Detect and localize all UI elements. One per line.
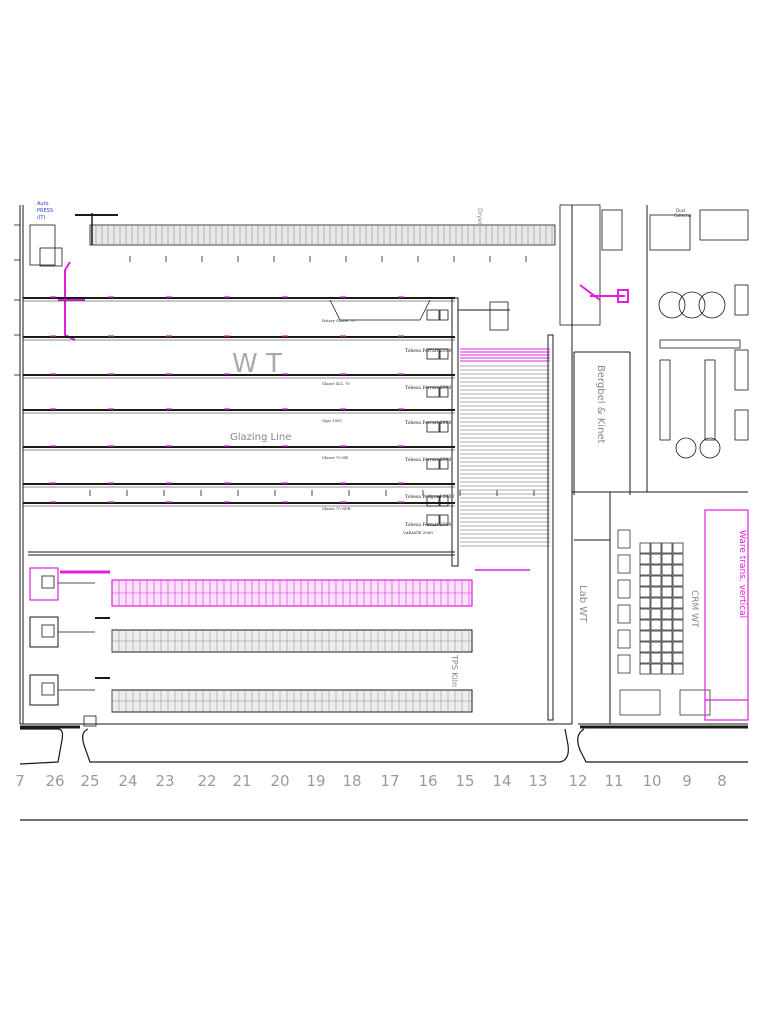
glazing-machine <box>426 386 440 398</box>
top-left-note-2: PRESS <box>37 208 53 214</box>
top-left-note-3: (IT) <box>37 215 45 221</box>
machine-label: Tobesa Ferrari 2000 <box>405 522 451 528</box>
grid-number: 16 <box>418 772 437 790</box>
building-outline <box>19 205 748 725</box>
column-grid-numbers: 7 26 25 24 23 22 21 20 19 18 17 16 15 14 13 12 11 10 9 8 <box>15 772 727 790</box>
pink-press-link <box>579 284 629 303</box>
grid-number: 10 <box>642 772 661 790</box>
glazing-machine <box>426 514 440 526</box>
grid-number: 8 <box>717 772 727 790</box>
grid-number: 7 <box>15 772 25 790</box>
top-right-note-1: Dust <box>676 208 686 213</box>
grid-number: 17 <box>380 772 399 790</box>
left-equipment <box>14 224 97 727</box>
grid-number: 24 <box>118 772 137 790</box>
vertical-text-label: Dryer <box>476 208 483 225</box>
collector-bars <box>28 297 554 721</box>
machine-label: Tobesa Ferrari 2000 <box>405 385 451 391</box>
kiln-2 <box>29 616 473 653</box>
left-blue-note: Auto PRESS (IT) <box>37 201 53 221</box>
machine-label: Tobesa Ferrari 2000 <box>405 348 451 354</box>
line-note: Rotary Glazer 70 <box>322 318 355 323</box>
glazing-machine <box>426 458 440 470</box>
kiln-3 <box>29 674 473 713</box>
road-boundary <box>19 725 748 821</box>
grid-number: 18 <box>342 772 361 790</box>
glazing-machine <box>426 421 440 433</box>
wt-label: W T <box>232 349 282 379</box>
tps-kiln-label: TPS Kiln <box>450 654 459 687</box>
line-note: Glazer 4CL 70 <box>322 381 350 386</box>
machine-label: Tobesa Ferrari 2000 <box>405 457 451 463</box>
bergbel-label: Bergbel & Kinet <box>595 365 606 444</box>
grid-number: 26 <box>45 772 64 790</box>
pink-vertical-label: Ware trans. vertical <box>737 530 747 618</box>
press-area-top-right <box>559 204 749 459</box>
lab-wt-label: Lab WT <box>577 585 588 623</box>
top-conveyor <box>75 213 556 246</box>
grid-number: 21 <box>232 772 251 790</box>
top-left-note-1: Auto <box>37 201 49 207</box>
glazing-machine <box>426 309 440 321</box>
conveyor-bundle <box>460 365 550 547</box>
line-note: Glazer 70 NPB <box>322 506 351 511</box>
grid-number: 15 <box>455 772 474 790</box>
grid-number: 25 <box>80 772 99 790</box>
top-right-note-2: Collector <box>674 213 692 218</box>
glazing-lines <box>23 256 535 526</box>
glazing-machine <box>426 348 440 360</box>
grid-number: 12 <box>568 772 587 790</box>
grid-number: 22 <box>197 772 216 790</box>
crm-wt-label: CRM WT <box>689 590 699 628</box>
grid-number: 20 <box>270 772 289 790</box>
grid-number: 9 <box>682 772 692 790</box>
machine-label: Tobesa Ferrari 2000 <box>405 420 451 426</box>
line-note: Glazer 70 NB <box>322 455 348 460</box>
pink-room <box>704 509 749 721</box>
pink-bundle <box>460 348 550 362</box>
line-note: Gigo 1000 <box>322 418 342 423</box>
crm-wt-area <box>617 529 711 716</box>
pink-kiln <box>29 567 530 607</box>
machine-label: Tobesa Podgrad 2000 <box>405 494 454 500</box>
grid-number: 19 <box>306 772 325 790</box>
glazing-line-label: Glazing Line <box>230 432 291 443</box>
small-note: VARIATE 2000 <box>402 530 433 535</box>
grid-number: 11 <box>604 772 623 790</box>
grid-number: 13 <box>528 772 547 790</box>
grid-number: 14 <box>492 772 511 790</box>
grid-number: 23 <box>155 772 174 790</box>
